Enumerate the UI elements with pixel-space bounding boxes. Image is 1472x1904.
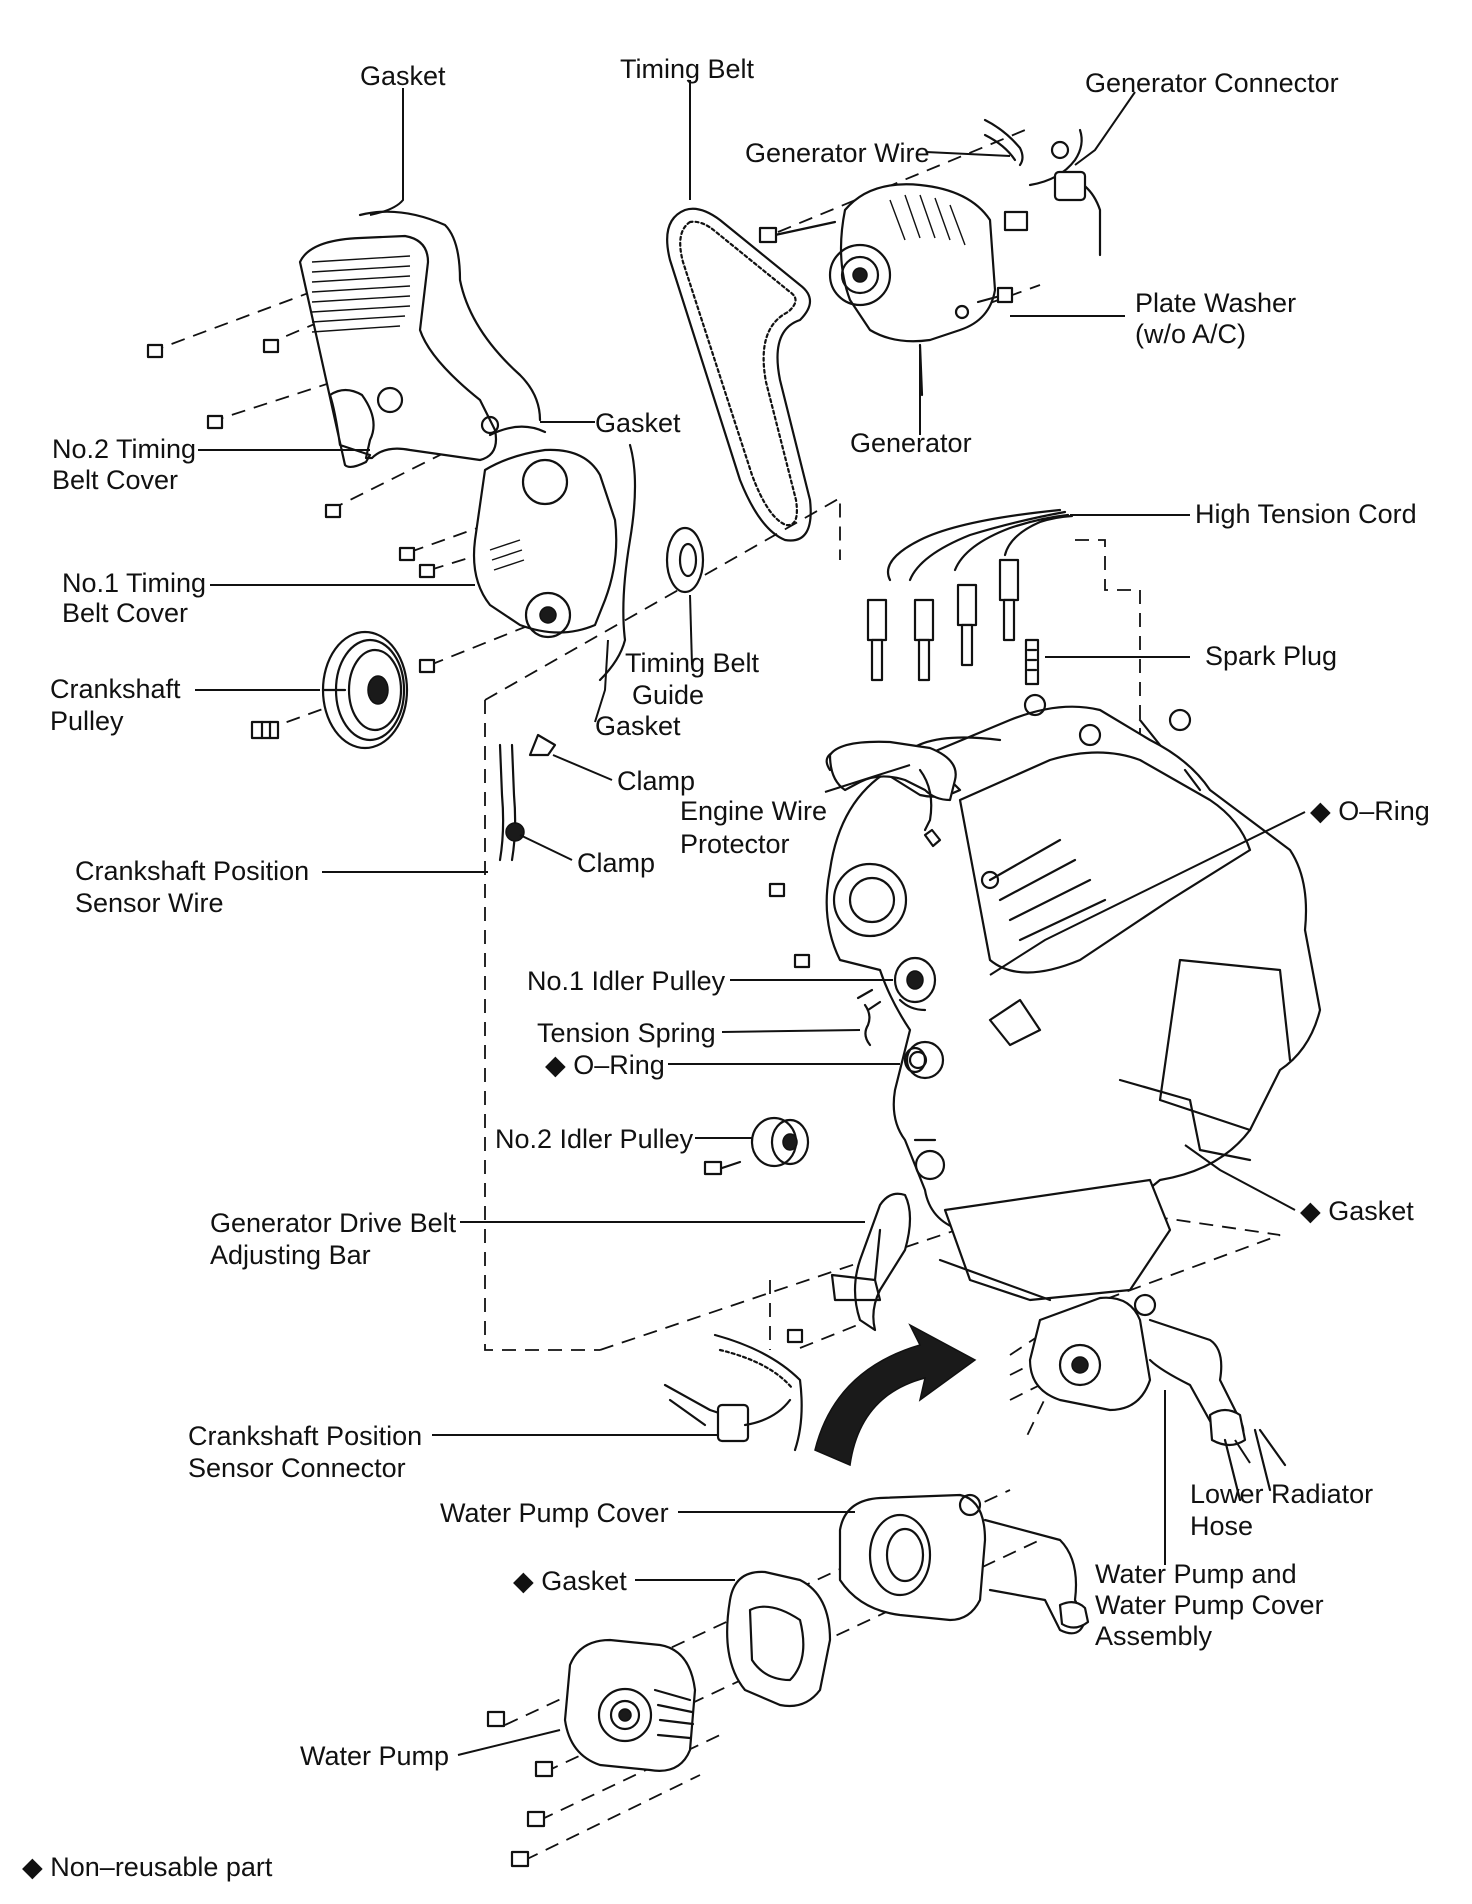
label-water-pump-assembly-3: Assembly [1095, 1621, 1213, 1651]
label-timing-belt-guide: Timing Belt [625, 648, 760, 678]
gasket-strip-mid [488, 425, 547, 437]
label-gasket-water-pump: ◆ Gasket [513, 1566, 627, 1596]
leader-lines [195, 80, 1306, 1756]
crankshaft-pulley-drawing [250, 630, 409, 750]
label-no1-idler-pulley: No.1 Idler Pulley [527, 966, 726, 996]
label-gasket-top: Gasket [360, 61, 446, 91]
label-no2-timing-belt-cover-2: Belt Cover [52, 465, 178, 495]
label-crankshaft-position-sensor-connector-2: Sensor Connector [188, 1453, 406, 1483]
label-no1-timing-belt-cover-2: Belt Cover [62, 598, 188, 628]
label-spark-plug: Spark Plug [1205, 641, 1337, 671]
idler-pulleys-drawing [703, 956, 937, 1176]
label-water-pump-cover: Water Pump Cover [440, 1498, 669, 1528]
label-lower-radiator-hose-2: Hose [1190, 1511, 1253, 1541]
no1-timing-belt-cover-drawing [472, 443, 637, 682]
label-high-tension-cord: High Tension Cord [1195, 499, 1417, 529]
label-plate-washer: Plate Washer [1135, 288, 1296, 318]
label-gasket-low: Gasket [595, 711, 681, 741]
label-plate-washer-note: (w/o A/C) [1135, 319, 1246, 349]
label-water-pump: Water Pump [300, 1741, 449, 1771]
label-engine-wire-protector: Engine Wire [680, 796, 827, 826]
label-crankshaft-position-sensor-wire-2: Sensor Wire [75, 888, 224, 918]
label-gasket-right: ◆ Gasket [1300, 1196, 1414, 1226]
label-generator-drive-belt-adjusting-bar: Generator Drive Belt [210, 1208, 457, 1238]
water-pump-drawing [486, 1638, 697, 1868]
label-clamp-lower: Clamp [577, 848, 655, 878]
no2-timing-belt-cover-drawing [298, 210, 542, 469]
label-gasket-mid: Gasket [595, 408, 681, 438]
label-water-pump-assembly-2: Water Pump Cover [1095, 1590, 1324, 1620]
bolts-drawing [146, 338, 811, 969]
label-water-pump-assembly: Water Pump and [1095, 1559, 1297, 1589]
label-o-ring-left: ◆ O–Ring [545, 1050, 665, 1080]
label-crankshaft-pulley-2: Pulley [50, 706, 124, 736]
crank-sensor-drawing [498, 733, 803, 1452]
label-generator-wire: Generator Wire [745, 138, 930, 168]
label-generator: Generator [850, 428, 972, 458]
label-no2-timing-belt-cover: No.2 Timing [52, 434, 196, 464]
label-engine-wire-protector-2: Protector [680, 829, 790, 859]
label-no1-timing-belt-cover: No.1 Timing [62, 568, 206, 598]
label-timing-belt: Timing Belt [620, 54, 755, 84]
label-timing-belt-guide-2: Guide [632, 680, 704, 710]
water-pump-gasket-drawing [726, 1570, 832, 1708]
part-labels: Gasket Timing Belt Generator Connector G… [22, 54, 1430, 1882]
water-pump-cover-drawing [838, 1493, 1090, 1635]
ignition-cords-drawing [866, 508, 1074, 686]
label-o-ring-right: ◆ O–Ring [1310, 796, 1430, 826]
label-tension-spring: Tension Spring [537, 1018, 716, 1048]
water-pump-assembly-drawing [1028, 1293, 1287, 1502]
label-no2-idler-pulley: No.2 Idler Pulley [495, 1124, 694, 1154]
label-crankshaft-position-sensor-connector: Crankshaft Position [188, 1421, 422, 1451]
timing-belt-drawing [666, 207, 812, 542]
adjusting-bar-drawing [786, 1192, 912, 1344]
direction-arrow [814, 1323, 977, 1467]
label-generator-drive-belt-adjusting-bar-2: Adjusting Bar [210, 1240, 371, 1270]
timing-belt-guide-drawing [665, 526, 705, 594]
label-generator-connector: Generator Connector [1085, 68, 1339, 98]
label-clamp-upper: Clamp [617, 766, 695, 796]
label-crankshaft-pulley: Crankshaft [50, 674, 181, 704]
label-crankshaft-position-sensor-wire: Crankshaft Position [75, 856, 309, 886]
label-lower-radiator-hose: Lower Radiator [1190, 1479, 1373, 1509]
legend-non-reusable-part: ◆ Non–reusable part [22, 1852, 273, 1882]
